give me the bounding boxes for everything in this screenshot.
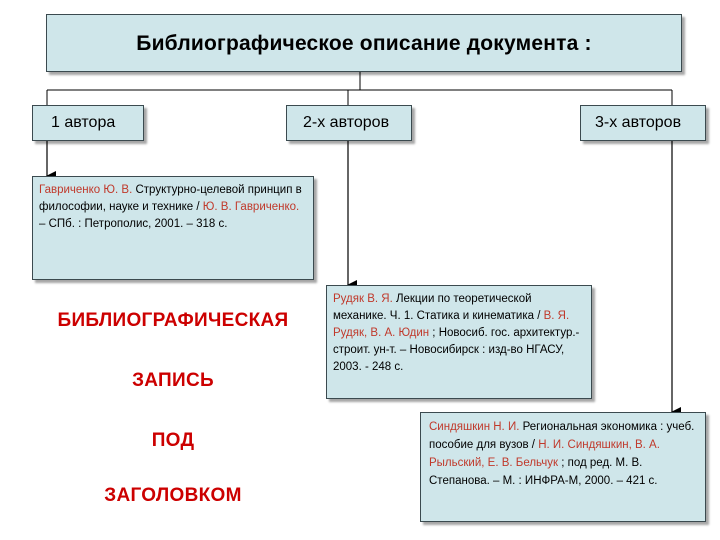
record-label-line-4: ЗАГОЛОВКОМ — [104, 485, 242, 506]
example-one-author: Гавриченко Ю. В. Структурно-целевой прин… — [32, 176, 314, 280]
category-three-authors-label: 3-х авторов — [595, 114, 682, 131]
responsibility-statement: Н. И. Синдяшкин, В. А. Рыльский, Е. В. Б… — [429, 439, 660, 469]
description-text: Региональная экономика : учеб. пособие д… — [429, 421, 695, 451]
category-three-authors: 3-х авторов — [580, 105, 706, 141]
category-two-authors: 2-х авторов — [286, 105, 412, 141]
description-text: Структурно-целевой принцип в философии, … — [39, 184, 302, 213]
title-box: Библиографическое описание документа : — [46, 14, 682, 72]
category-one-author-label: 1 автора — [51, 114, 116, 131]
responsibility-statement: В. Я. Рудяк, В. А. Юдин — [333, 310, 570, 339]
category-two-authors-label: 2-х авторов — [303, 114, 390, 131]
author-heading: Рудяк В. Я. — [333, 293, 393, 305]
description-text: ; под ред. М. В. Степанова. – М. : ИНФРА… — [429, 457, 658, 487]
record-label-line-2: ЗАПИСЬ — [132, 370, 214, 391]
description-text: Лекции по теоретической механике. Ч. 1. … — [333, 293, 544, 322]
record-label-line-3: ПОД — [151, 430, 195, 451]
author-heading: Синдяшкин Н. И. — [429, 421, 520, 433]
diagram-title: Библиографическое описание документа : — [136, 32, 592, 55]
record-label-line-1: БИБЛИОГРАФИЧЕСКАЯ — [57, 310, 289, 331]
description-text: – СПб. : Петрополис, 2001. – 318 с. — [39, 218, 228, 230]
description-text: ; Новосиб. гос. архитектур.-строит. ун-т… — [333, 327, 580, 373]
example-three-authors: Синдяшкин Н. И. Региональная экономика :… — [420, 412, 706, 522]
responsibility-statement: Ю. В. Гавриченко. — [202, 201, 300, 213]
author-heading: Гавриченко Ю. В. — [39, 184, 133, 196]
example-two-authors: Рудяк В. Я. Лекции по теоретической меха… — [326, 285, 592, 399]
category-one-author: 1 автора — [32, 105, 144, 141]
